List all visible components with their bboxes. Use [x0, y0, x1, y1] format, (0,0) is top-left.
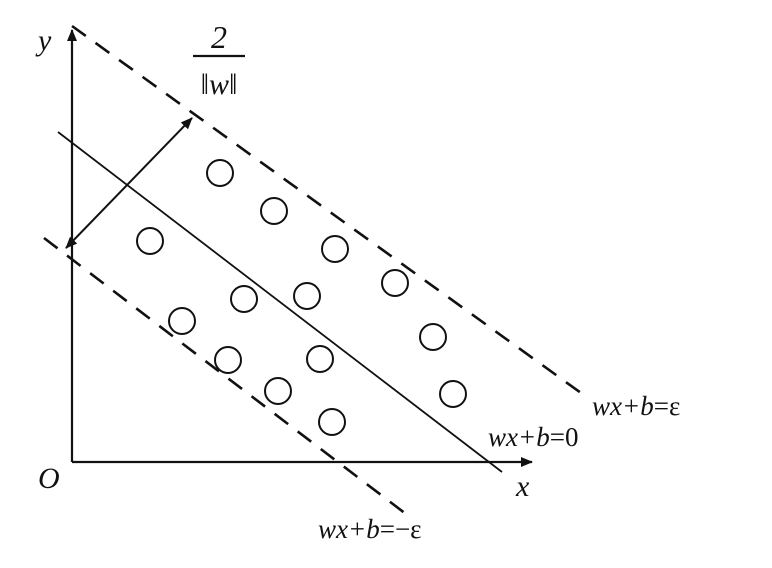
data-point	[381, 269, 409, 297]
upper-line-equation-rhs: =ε	[654, 391, 681, 421]
data-point	[264, 377, 292, 405]
data-point	[230, 285, 258, 313]
data-point	[306, 345, 334, 373]
origin-label: O	[38, 462, 60, 495]
lower-line-equation: wx+b=−ε	[318, 514, 422, 544]
margin-width-arrow	[65, 117, 193, 249]
lower-line-equation-lhs: wx+b	[318, 514, 380, 544]
data-point	[168, 307, 196, 335]
data-point	[214, 346, 242, 374]
upper-margin-line	[71, 24, 589, 400]
margin-width-denominator: ‖w‖	[201, 68, 238, 101]
data-point	[321, 235, 349, 263]
regression-line	[57, 131, 503, 473]
center-line-equation: wx+b=0	[488, 422, 578, 452]
data-point	[136, 227, 164, 255]
y-axis-label: y	[35, 24, 52, 57]
data-points	[136, 159, 467, 436]
margin-width-numerator: 2	[211, 19, 227, 55]
lower-line-equation-rhs: =−ε	[380, 514, 422, 544]
data-point	[318, 408, 346, 436]
data-point	[293, 282, 321, 310]
center-line-equation-rhs: =0	[550, 422, 579, 452]
data-point	[206, 159, 234, 187]
upper-line-equation: wx+b=ε	[592, 391, 680, 421]
center-line-equation-lhs: wx+b	[488, 422, 550, 452]
x-axis-label: x	[515, 470, 530, 503]
data-point	[419, 323, 447, 351]
data-point	[260, 197, 288, 225]
lower-margin-line	[43, 236, 407, 516]
upper-line-equation-lhs: wx+b	[592, 391, 654, 421]
data-point	[439, 380, 467, 408]
